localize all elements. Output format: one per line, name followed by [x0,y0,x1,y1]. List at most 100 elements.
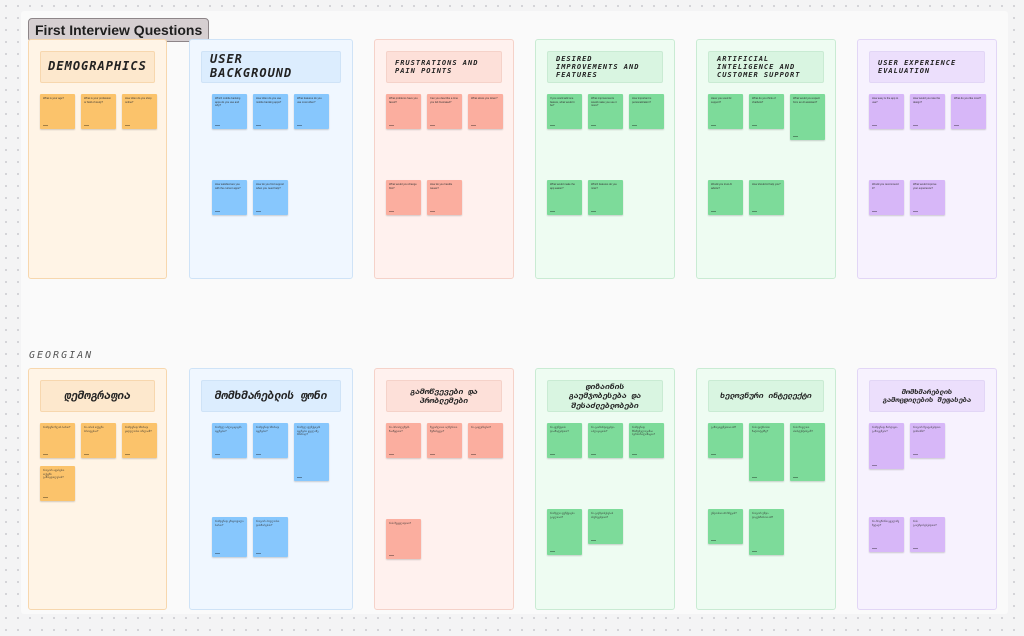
column-english-1[interactable]: DEMOGRAPHICS What is your age?What is you… [28,39,167,279]
sticky-note-text: Can you describe a time you felt frustra… [430,97,458,104]
sticky-note[interactable]: How would you rate the design? [910,94,945,129]
sticky-note-text: რა მოგწონთ ყველაზე მეტად? [872,520,900,527]
sticky-note[interactable]: რამდენად ხშირად ყიდულობთ ონლაინ? [122,423,157,458]
sticky-note[interactable]: How easy is the app to use? [869,94,904,129]
column-english-5[interactable]: ARTIFICIAL INTELIGENCE AND CUSTOMER SUPP… [696,39,836,279]
sticky-note[interactable]: How should AI help you? [749,180,784,215]
column-header[interactable]: DESIRED IMPROVEMENTS AND FEATURES [547,51,663,83]
sticky-note[interactable]: What do you like most? [951,94,986,129]
column-english-6[interactable]: USER EXPERIENCE EVALUATION How easy is th… [857,39,997,279]
column-header[interactable]: USER BACKGROUND [201,51,341,83]
sticky-note[interactable]: Would you trust AI advice? [708,180,743,215]
column-header[interactable]: დემოგრაფია [40,380,155,412]
sticky-note[interactable]: რა პრობლემებს წააწყდით? [386,423,421,458]
sticky-note[interactable]: რა გაუმჯობესებას ისურვებდით? [588,509,623,544]
sticky-note[interactable]: What problems have you faced? [386,94,421,129]
sticky-note[interactable]: ენდობით AI რჩევას? [708,509,743,544]
sticky-note[interactable]: რამდენად მარტივია გამოყენება? [869,423,904,469]
sticky-note[interactable]: Which features do you miss? [588,180,623,215]
sticky-note[interactable]: What is your profession or field of stud… [81,94,116,129]
sticky-note[interactable]: What slows you down? [468,94,503,129]
column-header[interactable]: FRUSTRATIONS AND PAIN POINTS [386,51,502,83]
sticky-note[interactable]: How do you find support when you need he… [253,180,288,215]
column-georgian-3[interactable]: გამოწვევები და პრობლემები რა პრობლემებს წ… [374,368,514,610]
sticky-note[interactable]: რას ფიქრობთ ჩატბოტებზე? [749,423,784,481]
sticky-note[interactable]: რომელ ფუნქციებს იყენებთ ყველაზე ხშირად? [294,423,329,481]
sticky-note[interactable]: რა გაამარტივებდა აპლიკაციას? [588,423,623,458]
column-header-label: გამოწვევები და პრობლემები [410,386,478,405]
sticky-note[interactable]: What is your age? [40,94,75,129]
sticky-note[interactable]: რამდენად მნიშვნელოვანია პერსონალიზაცია? [629,423,664,458]
sticky-note[interactable]: როგორ აფასებთ თქვენს გამოცდილებას? [40,466,75,501]
column-header-label: FRUSTRATIONS AND PAIN POINTS [395,58,479,75]
column-header[interactable]: მომხმარებლის ფონი [201,380,341,412]
sticky-note[interactable]: If you could add one feature, what would… [547,94,582,129]
board-title[interactable]: First Interview Questions [28,18,210,42]
sticky-note[interactable]: What features do you use most often? [294,94,329,129]
sticky-note[interactable]: How often do you shop online? [122,94,157,129]
column-header[interactable]: ხელოვნური ინტელექტი [708,380,824,412]
sticky-note[interactable]: როგორ უნდა დაგეხმაროთ AI? [749,509,784,555]
sticky-note-text: How should AI help you? [752,183,781,186]
sticky-note[interactable]: What improvements would make you use it … [588,94,623,129]
sticky-note[interactable]: რა მოგწონთ ყველაზე მეტად? [869,517,904,552]
column-english-3[interactable]: FRUSTRATIONS AND PAIN POINTS What problem… [374,39,514,279]
sticky-note-text: რას გააუმჯობესებდით? [913,520,937,527]
whiteboard-canvas[interactable] [21,11,1008,614]
sticky-note[interactable]: რამდენად ხშირად იყენებთ? [253,423,288,458]
column-english-4[interactable]: DESIRED IMPROVEMENTS AND FEATURES If you … [535,39,675,279]
sticky-note[interactable]: რა არის თქვენი პროფესია? [81,423,116,458]
sticky-note[interactable]: რამდენი წლის ხართ? [40,423,75,458]
sticky-note[interactable]: რომელი ფუნქციები გაკლიათ? [547,509,582,555]
column-georgian-4[interactable]: დიზაინის გაუმჯობესება და შესაძლებლობები რ… [535,368,675,610]
sticky-note[interactable]: What would you expect from an AI assista… [790,94,825,140]
section-label-georgian[interactable]: GEORGIAN [29,350,94,361]
column-georgian-6[interactable]: მომხმარებლის გამოცდილების შეფასება რამდენ… [857,368,997,610]
sticky-note[interactable]: რომელ აპლიკაციებს იყენებთ? [212,423,247,458]
column-header[interactable]: DEMOGRAPHICS [40,51,155,83]
sticky-note-text: ენდობით AI რჩევას? [711,512,737,515]
column-english-2[interactable]: USER BACKGROUND Which mobile banking apps… [189,39,353,279]
sticky-note[interactable]: როგორ შეაფასებდით დიზაინს? [910,423,945,458]
sticky-note-text: What features do you use most often? [297,97,322,104]
sticky-note[interactable]: What would improve your experience? [910,180,945,215]
sticky-note[interactable]: გამოგიყენებიათ AI? [708,423,743,458]
sticky-note[interactable]: Would you recommend it? [869,180,904,215]
sticky-note-text: როგორ უნდა დაგეხმაროთ AI? [752,512,774,519]
column-header-label: DESIRED IMPROVEMENTS AND FEATURES [556,54,640,80]
sticky-note[interactable]: რა გაფერხებთ? [468,423,503,458]
sticky-note-author [711,454,716,455]
sticky-note[interactable]: Which mobile banking apps do you use and… [212,94,247,129]
sticky-note-text: როგორ პოულობთ დახმარებას? [256,520,280,527]
column-header-label: დემოგრაფია [64,388,131,402]
sticky-note-author [256,211,261,212]
sticky-note[interactable]: How satisfied are you with the current a… [212,180,247,215]
sticky-note[interactable]: რამდენად კმაყოფილი ხართ? [212,517,247,557]
sticky-note[interactable]: რას მოელით ასისტენტისგან? [790,423,825,481]
column-georgian-1[interactable]: დემოგრაფია რამდენი წლის ხართ?რა არის თქვე… [28,368,167,610]
column-georgian-2[interactable]: მომხმარებლის ფონი რომელ აპლიკაციებს იყენე… [189,368,353,610]
column-header[interactable]: დიზაინის გაუმჯობესება და შესაძლებლობები [547,380,663,412]
sticky-note[interactable]: Have you used AI support? [708,94,743,129]
sticky-note[interactable]: რას შეცვლიდით? [386,519,421,559]
sticky-note-text: რას შეცვლიდით? [389,522,412,525]
sticky-note-author [550,551,555,552]
sticky-note[interactable]: Can you describe a time you felt frustra… [427,94,462,129]
sticky-note[interactable]: What do you think of chatbots? [749,94,784,129]
sticky-note[interactable]: How often do you use mobile banking apps… [253,94,288,129]
column-header[interactable]: ARTIFICIAL INTELIGENCE AND CUSTOMER SUPP… [708,51,824,83]
sticky-note-author [43,125,48,126]
sticky-note[interactable]: What would make the app easier? [547,180,582,215]
column-header[interactable]: გამოწვევები და პრობლემები [386,380,502,412]
sticky-note-author [43,454,48,455]
sticky-note[interactable]: შეგიძლიათ აღწეროთ შემთხვევა? [427,423,462,458]
sticky-note[interactable]: How important is personalization? [629,94,664,129]
sticky-note[interactable]: რას გააუმჯობესებდით? [910,517,945,552]
sticky-note[interactable]: What would you change first? [386,180,421,215]
sticky-note[interactable]: How do you handle issues? [427,180,462,215]
sticky-note[interactable]: რა ფუნქციას დაამატებდით? [547,423,582,458]
column-header[interactable]: მომხმარებლის გამოცდილების შეფასება [869,380,985,412]
sticky-note[interactable]: როგორ პოულობთ დახმარებას? [253,517,288,557]
column-header[interactable]: USER EXPERIENCE EVALUATION [869,51,985,83]
